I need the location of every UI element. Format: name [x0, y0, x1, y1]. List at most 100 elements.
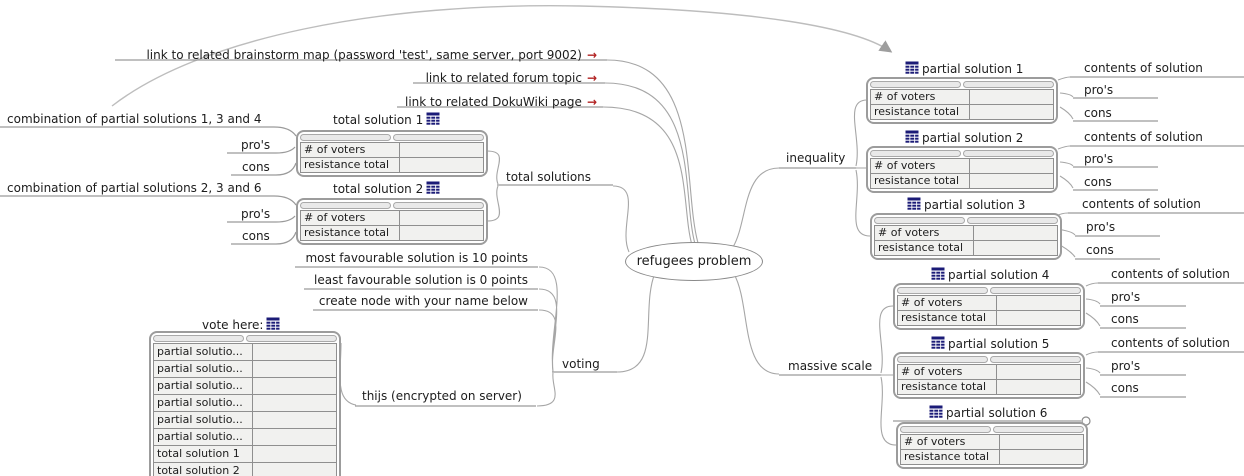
cons-node[interactable]: cons — [1084, 175, 1112, 189]
pros-node[interactable]: pro's — [1111, 290, 1141, 304]
branch-total-solutions[interactable]: total solutions — [506, 170, 592, 184]
row-value-cell[interactable] — [996, 310, 1081, 326]
table-row[interactable]: # of voters — [900, 434, 1084, 450]
cons-node[interactable]: cons — [242, 229, 270, 243]
total-solution-2-title[interactable]: total solution 2 — [333, 181, 443, 197]
partial-solution-1-title[interactable]: partial solution 1 — [902, 61, 1023, 77]
contents-node[interactable]: contents of solution — [1084, 130, 1203, 144]
contents-node[interactable]: contents of solution — [1111, 336, 1230, 350]
row-label-cell[interactable]: partial solutio... — [153, 394, 253, 412]
table-row[interactable]: resistance total — [874, 240, 1058, 256]
row-label-cell[interactable]: # of voters — [897, 295, 997, 311]
row-label-cell[interactable]: # of voters — [300, 142, 400, 158]
row-label-cell[interactable]: # of voters — [870, 89, 970, 105]
row-value-cell[interactable] — [969, 158, 1054, 174]
table-row[interactable]: resistance total — [870, 104, 1054, 120]
row-label-cell[interactable]: partial solutio... — [153, 343, 253, 361]
table-row[interactable]: resistance total — [300, 157, 484, 173]
external-link-arrow-icon[interactable]: → — [586, 71, 597, 85]
voting-rule-node[interactable]: create node with your name below — [318, 294, 528, 308]
combination-node-1[interactable]: combination of partial solutions 1, 3 an… — [7, 112, 262, 126]
row-value-cell[interactable] — [252, 394, 337, 412]
row-label-cell[interactable]: resistance total — [870, 104, 970, 120]
row-value-cell[interactable] — [999, 449, 1084, 465]
row-value-cell[interactable] — [969, 104, 1054, 120]
cons-node[interactable]: cons — [1086, 243, 1114, 257]
pros-node[interactable]: pro's — [1086, 220, 1116, 234]
external-link-arrow-icon[interactable]: → — [586, 48, 597, 62]
row-label-cell[interactable]: partial solutio... — [153, 411, 253, 429]
row-value-cell[interactable] — [973, 225, 1058, 241]
combination-node-2[interactable]: combination of partial solutions 2, 3 an… — [7, 181, 262, 195]
contents-node[interactable]: contents of solution — [1084, 61, 1203, 75]
link-node-forum-topic[interactable]: link to related forum topic→ — [426, 71, 597, 85]
cons-node[interactable]: cons — [1111, 312, 1139, 326]
pros-node[interactable]: pro's — [1084, 83, 1114, 97]
table-row[interactable]: # of voters — [300, 210, 484, 226]
row-value-cell[interactable] — [252, 343, 337, 361]
table-row[interactable]: partial solutio... — [153, 360, 337, 378]
row-label-cell[interactable]: total solution 1 — [153, 445, 253, 463]
root-node[interactable]: refugees problem — [625, 242, 763, 281]
row-label-cell[interactable]: # of voters — [897, 364, 997, 380]
contents-node[interactable]: contents of solution — [1082, 197, 1201, 211]
table-row[interactable]: # of voters — [897, 295, 1081, 311]
table-row[interactable]: resistance total — [897, 310, 1081, 326]
row-value-cell[interactable] — [399, 142, 484, 158]
partial-solution-3-title[interactable]: partial solution 3 — [904, 197, 1025, 213]
row-label-cell[interactable]: partial solutio... — [153, 428, 253, 446]
partial-solution-5-title[interactable]: partial solution 5 — [928, 336, 1049, 352]
row-value-cell[interactable] — [999, 434, 1084, 450]
row-label-cell[interactable]: # of voters — [874, 225, 974, 241]
table-row[interactable]: total solution 2 — [153, 462, 337, 476]
table-row[interactable]: # of voters — [870, 89, 1054, 105]
table-row[interactable]: partial solutio... — [153, 411, 337, 429]
vote-here-title[interactable]: vote here: — [202, 317, 283, 333]
partial-solution-6-title[interactable]: partial solution 6 — [926, 405, 1047, 421]
pros-node[interactable]: pro's — [1111, 359, 1141, 373]
table-row[interactable]: resistance total — [900, 449, 1084, 465]
row-value-cell[interactable] — [973, 240, 1058, 256]
row-label-cell[interactable]: resistance total — [897, 310, 997, 326]
contents-node[interactable]: contents of solution — [1111, 267, 1230, 281]
table-row[interactable]: resistance total — [897, 379, 1081, 395]
table-row[interactable]: partial solutio... — [153, 394, 337, 412]
cons-node[interactable]: cons — [1111, 381, 1139, 395]
link-node-dokuwiki-page[interactable]: link to related DokuWiki page→ — [405, 95, 597, 109]
row-label-cell[interactable]: resistance total — [300, 157, 400, 173]
row-label-cell[interactable]: resistance total — [874, 240, 974, 256]
row-label-cell[interactable]: resistance total — [897, 379, 997, 395]
cons-node[interactable]: cons — [242, 160, 270, 174]
table-row[interactable]: # of voters — [870, 158, 1054, 174]
table-row[interactable]: resistance total — [870, 173, 1054, 189]
row-label-cell[interactable]: # of voters — [300, 210, 400, 226]
voting-rule-node[interactable]: least favourable solution is 0 points — [314, 273, 528, 287]
row-value-cell[interactable] — [252, 360, 337, 378]
table-row[interactable]: partial solutio... — [153, 377, 337, 395]
row-label-cell[interactable]: resistance total — [300, 225, 400, 241]
pros-node[interactable]: pro's — [241, 207, 271, 221]
row-value-cell[interactable] — [969, 173, 1054, 189]
row-value-cell[interactable] — [969, 89, 1054, 105]
row-label-cell[interactable]: partial solutio... — [153, 377, 253, 395]
row-value-cell[interactable] — [996, 364, 1081, 380]
vote-table-node[interactable]: partial solutio...partial solutio...part… — [149, 331, 341, 476]
branch-massive-scale[interactable]: massive scale — [788, 359, 873, 373]
row-value-cell[interactable] — [252, 428, 337, 446]
row-value-cell[interactable] — [252, 411, 337, 429]
branch-voting[interactable]: voting — [562, 357, 600, 371]
table-row[interactable]: partial solutio... — [153, 343, 337, 361]
row-label-cell[interactable]: total solution 2 — [153, 462, 253, 476]
partial-solution-4-title[interactable]: partial solution 4 — [928, 267, 1049, 283]
row-value-cell[interactable] — [399, 210, 484, 226]
row-label-cell[interactable]: # of voters — [900, 434, 1000, 450]
row-label-cell[interactable]: partial solutio... — [153, 360, 253, 378]
cons-node[interactable]: cons — [1084, 106, 1112, 120]
branch-inequality[interactable]: inequality — [786, 151, 846, 165]
